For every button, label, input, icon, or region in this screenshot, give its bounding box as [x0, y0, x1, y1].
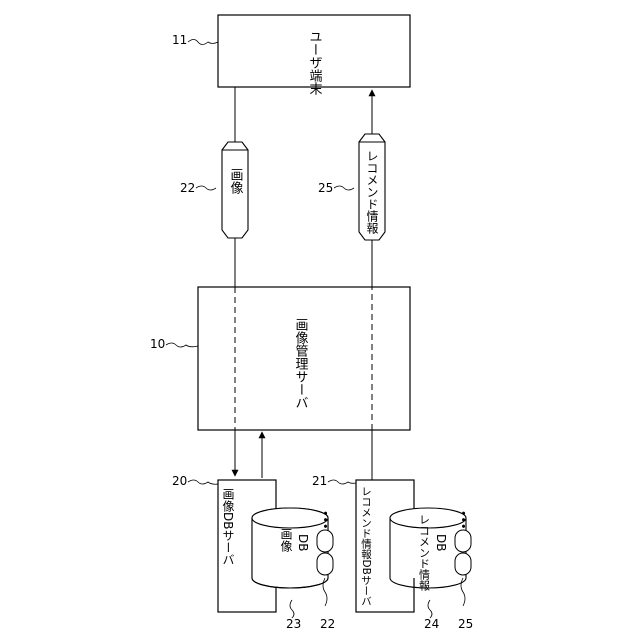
reco-db-ellipsis: •••: [457, 510, 470, 529]
reco-db-leader: [428, 600, 432, 618]
reco-flow-label: レコメンド情報: [365, 150, 379, 235]
reco-record-icon-1: [455, 530, 471, 552]
reco-flow-leader: [334, 186, 354, 190]
image-server-leader: [166, 343, 198, 347]
user-terminal-leader: [188, 40, 218, 45]
reco-db-label-2: DB: [434, 534, 448, 551]
image-server-label: 画像管理サーバ: [293, 318, 309, 409]
reco-record-ref: 25: [458, 617, 473, 631]
image-record-icon-1: [317, 530, 333, 552]
image-record-icon-2: [317, 553, 333, 575]
image-flow-capsule: 画像: [222, 142, 248, 238]
image-db-leader: [290, 600, 294, 618]
image-db-server-leader: [188, 480, 218, 484]
image-db-ref: 23: [286, 617, 301, 631]
image-flow-leader: [196, 186, 216, 190]
reco-flow-ref: 25: [318, 181, 333, 195]
reco-db-ref: 24: [424, 617, 439, 631]
image-record-ref: 22: [320, 617, 335, 631]
reco-record-icon-2: [455, 553, 471, 575]
image-db-label-2: DB: [296, 534, 310, 551]
reco-db-server-label: レコメンド情報DBサーバ: [360, 486, 372, 606]
image-db-server-ref: 20: [172, 474, 187, 488]
image-server-box: 画像管理サーバ: [198, 287, 410, 430]
image-flow-ref: 22: [180, 181, 195, 195]
reco-flow-capsule: レコメンド情報: [359, 134, 385, 240]
image-flow-label: 画像: [228, 168, 244, 194]
reco-db-server-leader: [328, 480, 356, 484]
user-terminal-ref: 11: [172, 33, 187, 47]
image-db-label-1: 画像: [279, 528, 293, 552]
reco-db-label-1: レコメンド情報: [418, 514, 431, 592]
image-server-ref: 10: [150, 337, 165, 351]
image-db-ellipsis: •••: [319, 510, 332, 529]
user-terminal-label: ユーザ端末: [307, 30, 323, 95]
image-db-server-label: 画像DBサーバ: [221, 488, 235, 565]
user-terminal-box: ユーザ端末: [218, 15, 410, 95]
image-db-cylinder: 画像 DB •••: [252, 508, 333, 588]
reco-db-server-ref: 21: [312, 474, 327, 488]
